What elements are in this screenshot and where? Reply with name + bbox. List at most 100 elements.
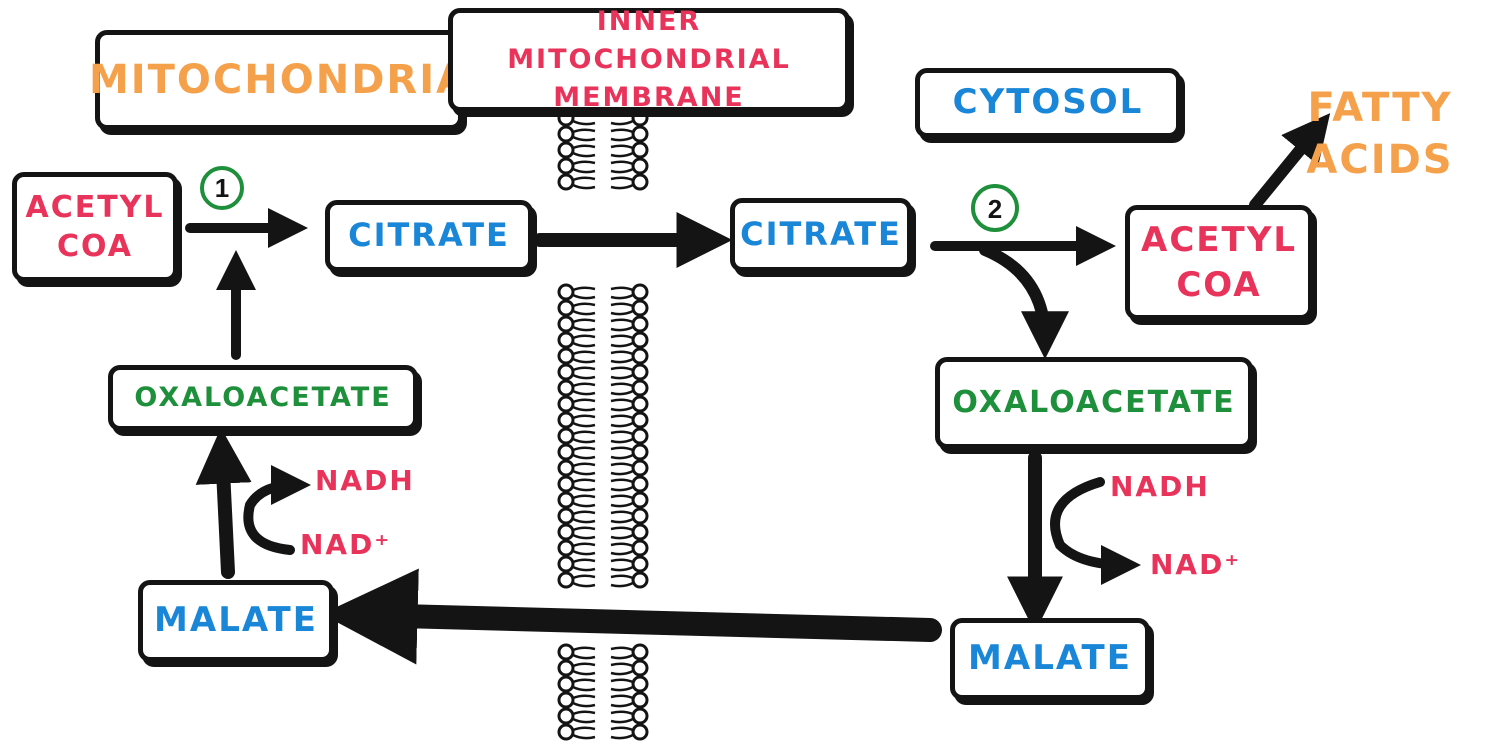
- lipid-tail: [610, 701, 634, 708]
- lipid-tail: [610, 302, 634, 308]
- lipid-tail: [572, 710, 596, 716]
- lipid-tail: [610, 558, 634, 564]
- lipid-head: [631, 555, 649, 573]
- lipid-head: [631, 315, 649, 333]
- mitochondria-region-label: MITOCHONDRIA: [89, 30, 467, 130]
- lipid-tail: [572, 533, 596, 540]
- oxaloacetate-cyto-box: OXALOACETATE: [935, 357, 1253, 449]
- lipid-tail: [610, 469, 634, 476]
- lipid-tail: [610, 405, 634, 412]
- lipid-head: [557, 411, 575, 429]
- lipid-head: [631, 643, 649, 661]
- step-2-circle: [971, 184, 1019, 232]
- lipid-tail: [610, 334, 634, 340]
- arrow-nadh-to-nad-cyto: [1050, 477, 1141, 585]
- step-2-number: 2: [988, 194, 1002, 224]
- lipid-head: [557, 141, 575, 159]
- lipid-head: [557, 523, 575, 541]
- lipid-head: [557, 173, 575, 191]
- lipid-tail: [610, 183, 634, 190]
- lipid-tail: [610, 717, 634, 724]
- lipid-head: [631, 427, 649, 445]
- lipid-tail: [572, 462, 596, 468]
- lipid-tail: [572, 302, 596, 308]
- lipid-tail: [572, 446, 596, 452]
- lipid-head: [557, 125, 575, 143]
- lipid-head: [557, 659, 575, 677]
- lipid-tail: [610, 574, 634, 580]
- lipid-tail: [610, 453, 634, 460]
- lipid-tail: [610, 144, 634, 150]
- lipid-head: [631, 659, 649, 677]
- lipid-head: [631, 411, 649, 429]
- lipid-tail: [610, 414, 634, 420]
- lipid-tail: [572, 430, 596, 436]
- lipid-tail: [572, 694, 596, 700]
- lipid-tail: [572, 135, 596, 142]
- lipid-tail: [610, 430, 634, 436]
- lipid-head: [631, 379, 649, 397]
- malate-cyto-box: MALATE: [950, 618, 1150, 700]
- lipid-tail: [610, 710, 634, 716]
- lipid-tail: [572, 373, 596, 380]
- lipid-tail: [610, 366, 634, 372]
- lipid-tail: [572, 421, 596, 428]
- nadh-mito-label: NADH: [315, 464, 415, 497]
- lipid-head: [631, 539, 649, 557]
- lipid-head: [631, 331, 649, 349]
- lipid-head: [631, 125, 649, 143]
- lipid-tail: [572, 526, 596, 532]
- lipid-tail: [610, 398, 634, 404]
- lipid-tail: [572, 653, 596, 660]
- lipid-tail: [572, 398, 596, 404]
- lipid-tail: [572, 469, 596, 476]
- lipid-head: [557, 443, 575, 461]
- arrow-citrate-to-oxaloacetate: [979, 244, 1069, 360]
- lipid-tail: [610, 485, 634, 492]
- lipid-tail: [572, 318, 596, 324]
- lipid-tail: [610, 421, 634, 428]
- lipid-head: [631, 723, 649, 741]
- inner-membrane-label: INNER MITOCHONDRIAL MEMBRANE: [448, 6, 850, 113]
- lipid-tail: [610, 678, 634, 684]
- lipid-head: [557, 299, 575, 317]
- lipid-tail: [572, 453, 596, 460]
- lipid-tail: [572, 309, 596, 316]
- lipid-tail: [572, 701, 596, 708]
- lipid-tail: [572, 293, 596, 300]
- lipid-head: [631, 571, 649, 589]
- lipid-tail: [572, 119, 596, 126]
- lipid-tail: [572, 341, 596, 348]
- lipid-tail: [572, 160, 596, 166]
- lipid-tail: [572, 167, 596, 174]
- lipid-head: [557, 283, 575, 301]
- lipid-tail: [610, 357, 634, 364]
- lipid-tail: [572, 437, 596, 444]
- lipid-tail: [572, 581, 596, 588]
- lipid-tail: [572, 485, 596, 492]
- lipid-tail: [572, 183, 596, 190]
- lipid-tail: [572, 549, 596, 556]
- lipid-tail: [610, 549, 634, 556]
- lipid-tail: [610, 726, 634, 732]
- lipid-tail: [610, 286, 634, 292]
- lipid-tail: [610, 318, 634, 324]
- lipid-tail: [610, 501, 634, 508]
- lipid-tail: [610, 119, 634, 126]
- arrow-nad-to-nadh-mito: [243, 465, 311, 555]
- lipid-tail: [572, 366, 596, 372]
- lipid-tail: [610, 382, 634, 388]
- lipid-head: [631, 299, 649, 317]
- lipid-head: [631, 675, 649, 693]
- lipid-tail: [610, 128, 634, 134]
- lipid-tail: [610, 350, 634, 356]
- lipid-head: [557, 491, 575, 509]
- lipid-tail: [572, 662, 596, 668]
- lipid-tail: [572, 325, 596, 332]
- lipid-tail: [610, 694, 634, 700]
- lipid-tail: [610, 685, 634, 692]
- lipid-tail: [572, 733, 596, 740]
- lipid-head: [557, 459, 575, 477]
- lipid-tail: [572, 478, 596, 484]
